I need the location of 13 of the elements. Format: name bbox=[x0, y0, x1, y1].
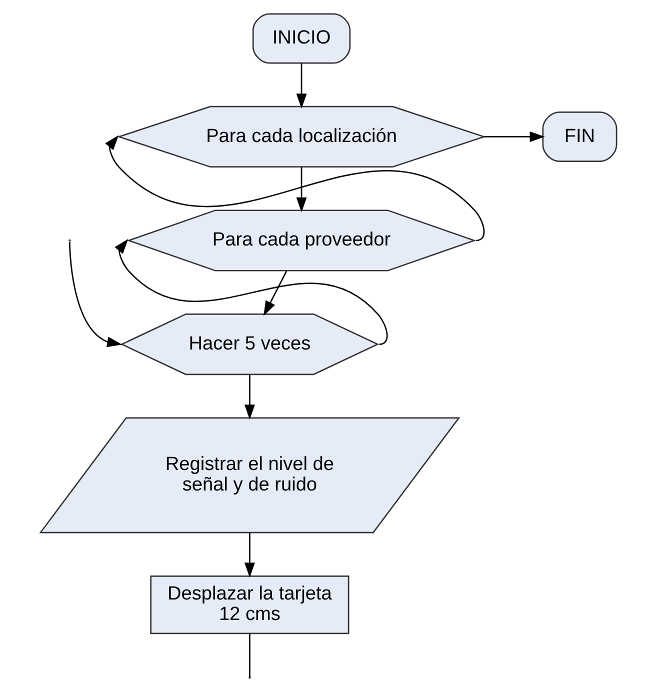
arrow bbox=[484, 131, 545, 142]
arrow bbox=[296, 167, 307, 212]
arrow bbox=[69, 242, 122, 348]
node-box: FIN bbox=[542, 112, 618, 162]
arrow bbox=[296, 63, 307, 109]
arrow bbox=[244, 532, 255, 578]
arrow bbox=[244, 374, 255, 420]
arrow bbox=[105, 135, 485, 242]
arrow bbox=[264, 270, 288, 316]
connector bbox=[249, 634, 250, 677]
node-box: INICIO bbox=[252, 13, 351, 64]
node-box: Desplazar la tarjeta 12 cms bbox=[150, 575, 350, 634]
arrow bbox=[114, 238, 388, 345]
